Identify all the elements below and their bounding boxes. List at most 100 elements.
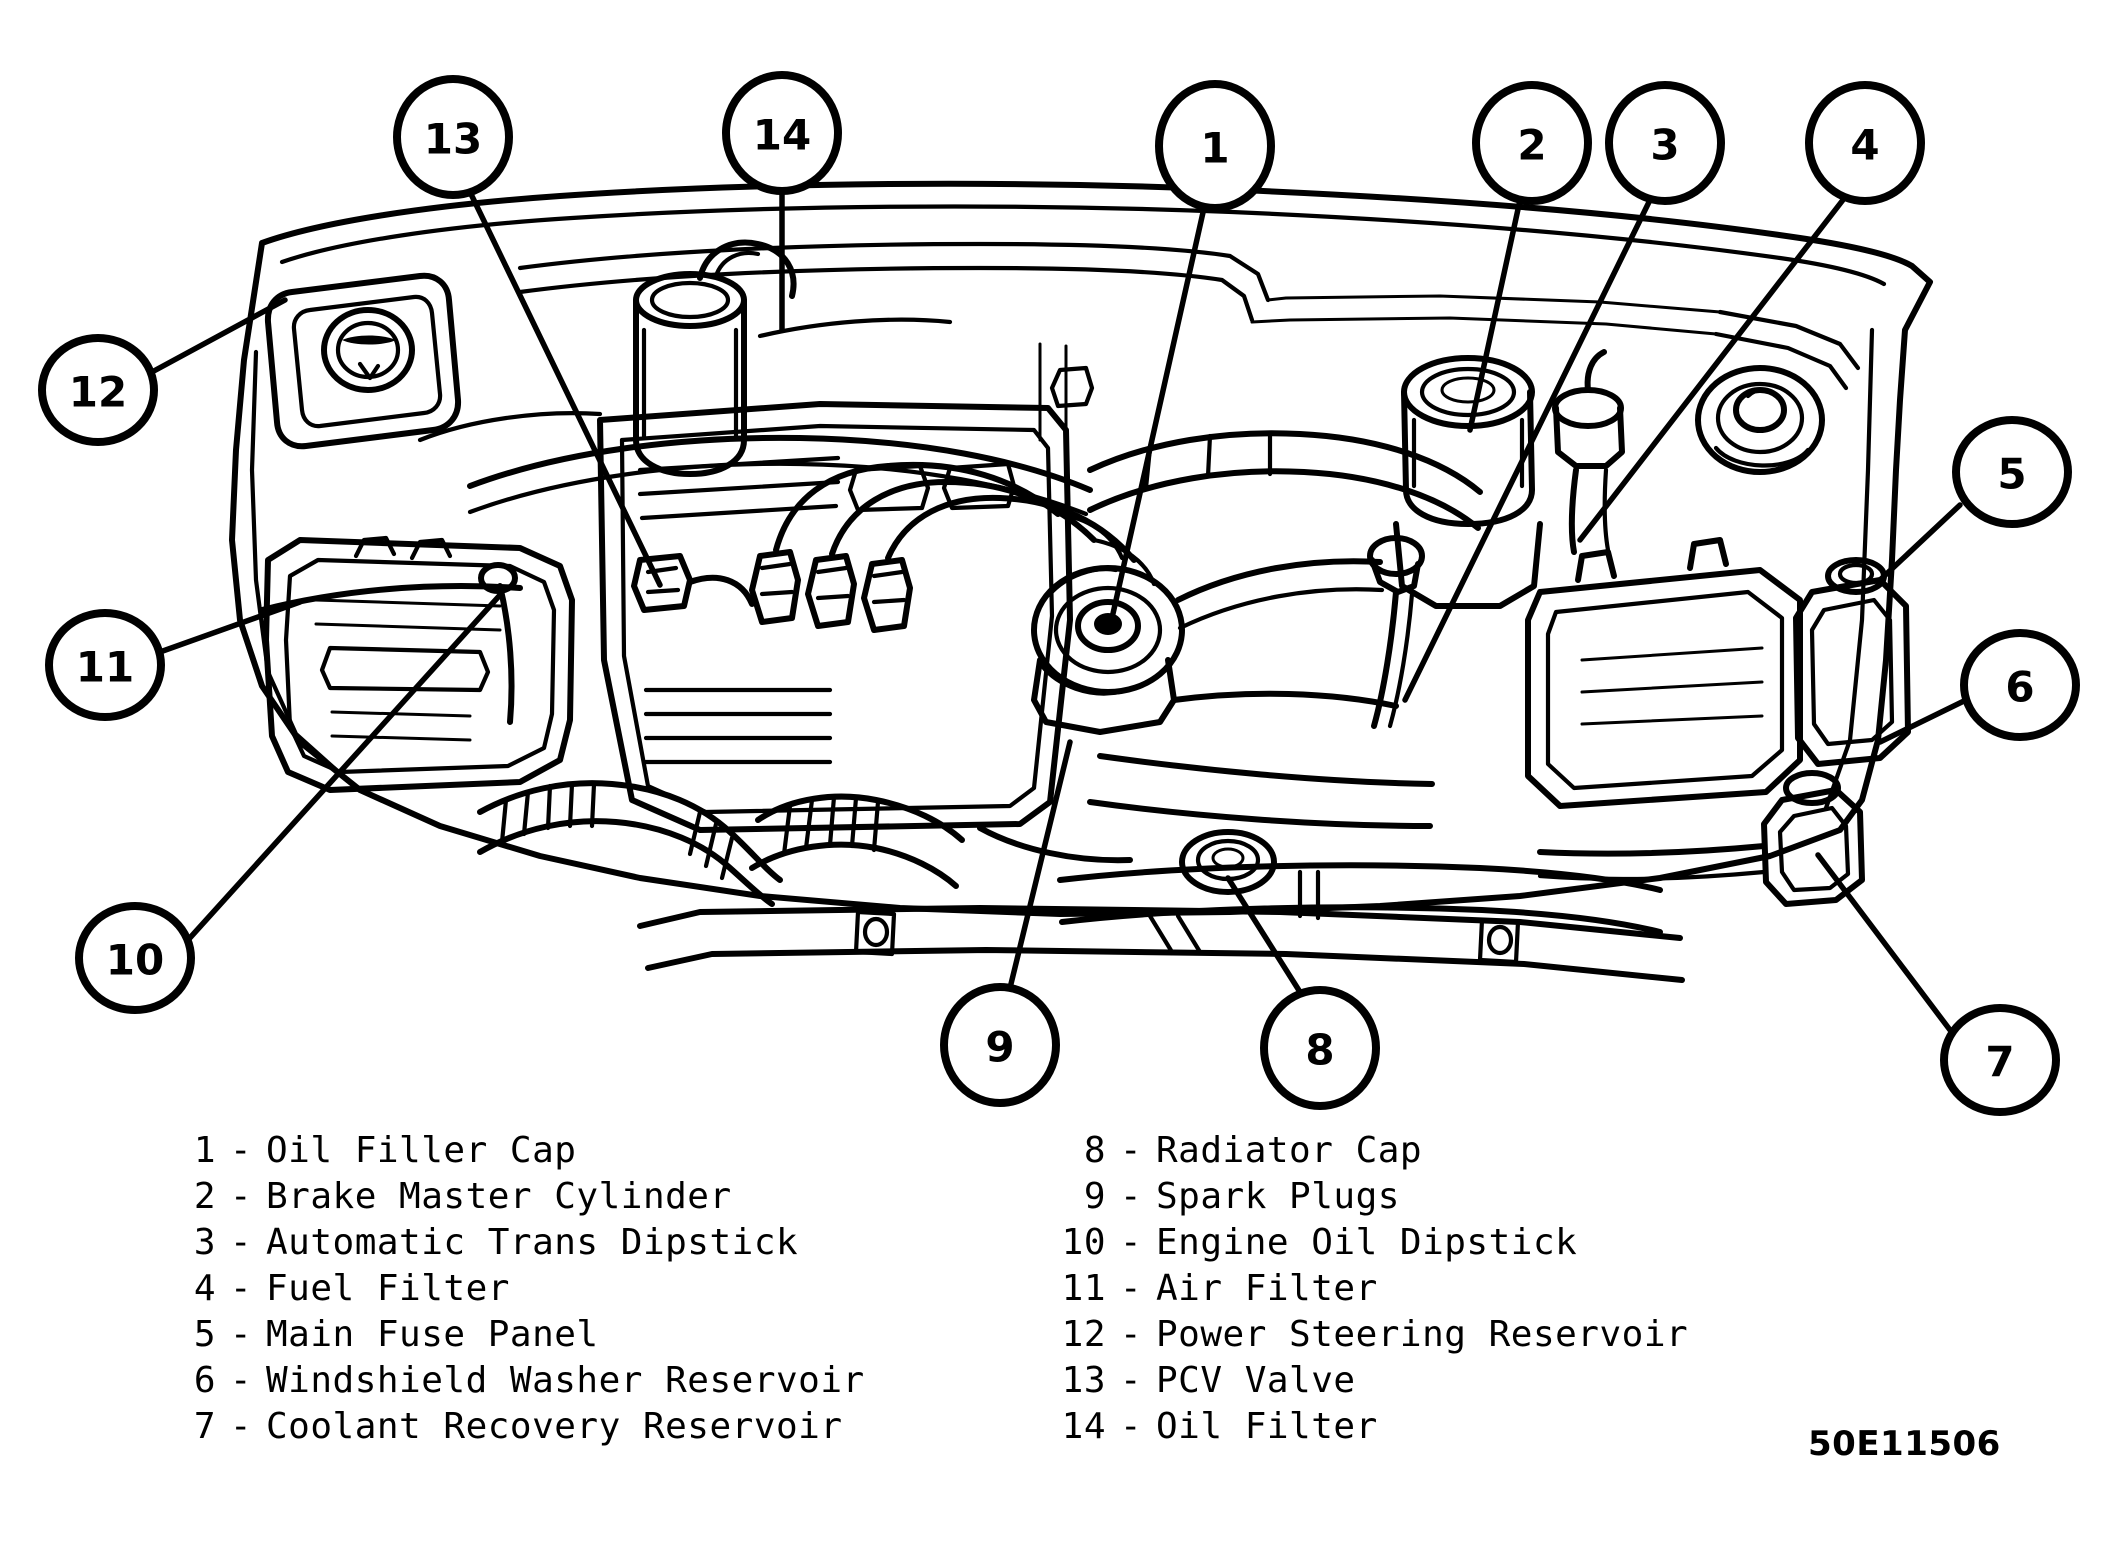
- callout-number-10: 10: [106, 936, 164, 985]
- coolant-tank-cap: [1695, 365, 1825, 475]
- legend-row-6: 6-Windshield Washer Reservoir: [158, 1358, 865, 1404]
- legend-row-4: 4-Fuel Filter: [158, 1266, 865, 1312]
- legend-number-7: 7: [193, 1406, 216, 1447]
- legend-label-8: Radiator Cap: [1156, 1130, 1423, 1171]
- leader-line-3: [1402, 197, 1653, 703]
- callout-bubble-11[interactable]: 11: [45, 609, 165, 721]
- legend-number-1: 1: [193, 1130, 216, 1171]
- legend-number-12: 12: [1061, 1314, 1106, 1355]
- legend-dash-13: -: [1119, 1360, 1143, 1401]
- callout-bubble-1[interactable]: 1: [1155, 80, 1275, 212]
- leader-line-6: [1877, 697, 1969, 745]
- power-steering-reservoir: [264, 272, 462, 450]
- callout-bubble-10[interactable]: 10: [75, 902, 195, 1014]
- legend-dash-3: -: [229, 1222, 253, 1263]
- legend-row-11: 11-Air Filter: [1048, 1266, 1688, 1312]
- leader-line-10: [185, 592, 503, 943]
- callout-bubble-9[interactable]: 9: [940, 983, 1060, 1107]
- callout-ring-7: [1940, 1004, 2060, 1116]
- legend-dash-9: -: [1119, 1176, 1143, 1217]
- leader-line-9: [1007, 739, 1073, 991]
- legend-dash-7: -: [229, 1406, 253, 1447]
- callout-ring-11: [45, 609, 165, 721]
- callout-bubble-13[interactable]: 13: [393, 75, 513, 199]
- legend-label-12: Power Steering Reservoir: [1156, 1314, 1689, 1355]
- oil-filter: [633, 239, 797, 477]
- callout-number-11: 11: [76, 643, 134, 692]
- callout-number-9: 9: [985, 1023, 1014, 1072]
- legend-number-6: 6: [193, 1360, 216, 1401]
- legend-label-5: Main Fuse Panel: [266, 1314, 599, 1355]
- windshield-washer-reservoir: [1793, 557, 1911, 767]
- legend-number-2: 2: [193, 1176, 216, 1217]
- legend-dash-2: -: [229, 1176, 253, 1217]
- leader-line-4: [1577, 193, 1849, 543]
- leader-line-8: [1225, 875, 1303, 995]
- legend-label-6: Windshield Washer Reservoir: [266, 1360, 865, 1401]
- callout-bubble-7[interactable]: 7: [1940, 1004, 2060, 1116]
- legend-dash-6: -: [229, 1360, 253, 1401]
- spark-plug-boot: [861, 557, 913, 633]
- automatic-trans-dipstick: [1367, 535, 1425, 729]
- callout-number-13: 13: [424, 115, 482, 164]
- legend-row-9: 9-Spark Plugs: [1048, 1174, 1688, 1220]
- legend-dash-5: -: [229, 1314, 253, 1355]
- callout-bubble-3[interactable]: 3: [1605, 81, 1725, 205]
- callout-number-3: 3: [1650, 121, 1679, 170]
- callout-bubble-4[interactable]: 4: [1805, 81, 1925, 205]
- legend-label-14: Oil Filter: [1156, 1406, 1378, 1447]
- spark-plugs-and-wires: [749, 461, 1157, 633]
- callout-ring-14: [722, 71, 842, 195]
- leader-line-2: [1467, 197, 1523, 433]
- spark-plug-boot: [805, 553, 857, 629]
- callout-bubble-6[interactable]: 6: [1960, 629, 2080, 741]
- callout-bubble-2[interactable]: 2: [1472, 81, 1592, 205]
- legend-row-8: 8-Radiator Cap: [1048, 1128, 1688, 1174]
- callout-ring-8: [1260, 986, 1380, 1110]
- legend-dash-1: -: [229, 1130, 253, 1171]
- legend-row-10: 10-Engine Oil Dipstick: [1048, 1220, 1688, 1266]
- callout-bubble-14[interactable]: 14: [722, 71, 842, 195]
- legend-row-12: 12-Power Steering Reservoir: [1048, 1312, 1688, 1358]
- callout-bubble-8[interactable]: 8: [1260, 986, 1380, 1110]
- callout-ring-4: [1805, 81, 1925, 205]
- legend-label-13: PCV Valve: [1156, 1360, 1356, 1401]
- legend-number-8: 8: [1083, 1130, 1106, 1171]
- callout-ring-1: [1155, 80, 1275, 212]
- leader-line-7: [1815, 852, 1953, 1033]
- callout-ring-13: [393, 75, 513, 199]
- legend-label-4: Fuel Filter: [266, 1268, 510, 1309]
- callout-ring-10: [75, 902, 195, 1014]
- legend-dash-4: -: [229, 1268, 253, 1309]
- legend-dash-8: -: [1119, 1130, 1143, 1171]
- engine-oil-dipstick: [478, 562, 518, 725]
- legend-number-11: 11: [1061, 1268, 1106, 1309]
- figure-code: 50E11506: [1808, 1424, 2001, 1464]
- callout-number-2: 2: [1517, 121, 1546, 170]
- legend-number-4: 4: [193, 1268, 216, 1309]
- coolant-recovery-reservoir: [1537, 770, 1865, 907]
- callout-number-4: 4: [1850, 121, 1879, 170]
- callout-ring-3: [1605, 81, 1725, 205]
- legend-label-11: Air Filter: [1156, 1268, 1378, 1309]
- callout-bubble-5[interactable]: 5: [1952, 416, 2072, 528]
- legend-dash-10: -: [1119, 1222, 1143, 1263]
- legend-label-9: Spark Plugs: [1156, 1176, 1400, 1217]
- leader-line-11: [157, 599, 303, 655]
- callout-ring-6: [1960, 629, 2080, 741]
- legend-label-3: Automatic Trans Dipstick: [266, 1222, 799, 1263]
- legend-number-13: 13: [1061, 1360, 1106, 1401]
- callout-ring-9: [940, 983, 1060, 1107]
- callout-number-1: 1: [1200, 124, 1229, 173]
- legend-row-3: 3-Automatic Trans Dipstick: [158, 1220, 865, 1266]
- leader-line-13: [467, 189, 663, 588]
- callout-number-7: 7: [1985, 1038, 2014, 1087]
- legend-dash-11: -: [1119, 1268, 1143, 1309]
- legend-label-7: Coolant Recovery Reservoir: [266, 1406, 843, 1447]
- callout-bubble-12[interactable]: 12: [38, 334, 158, 446]
